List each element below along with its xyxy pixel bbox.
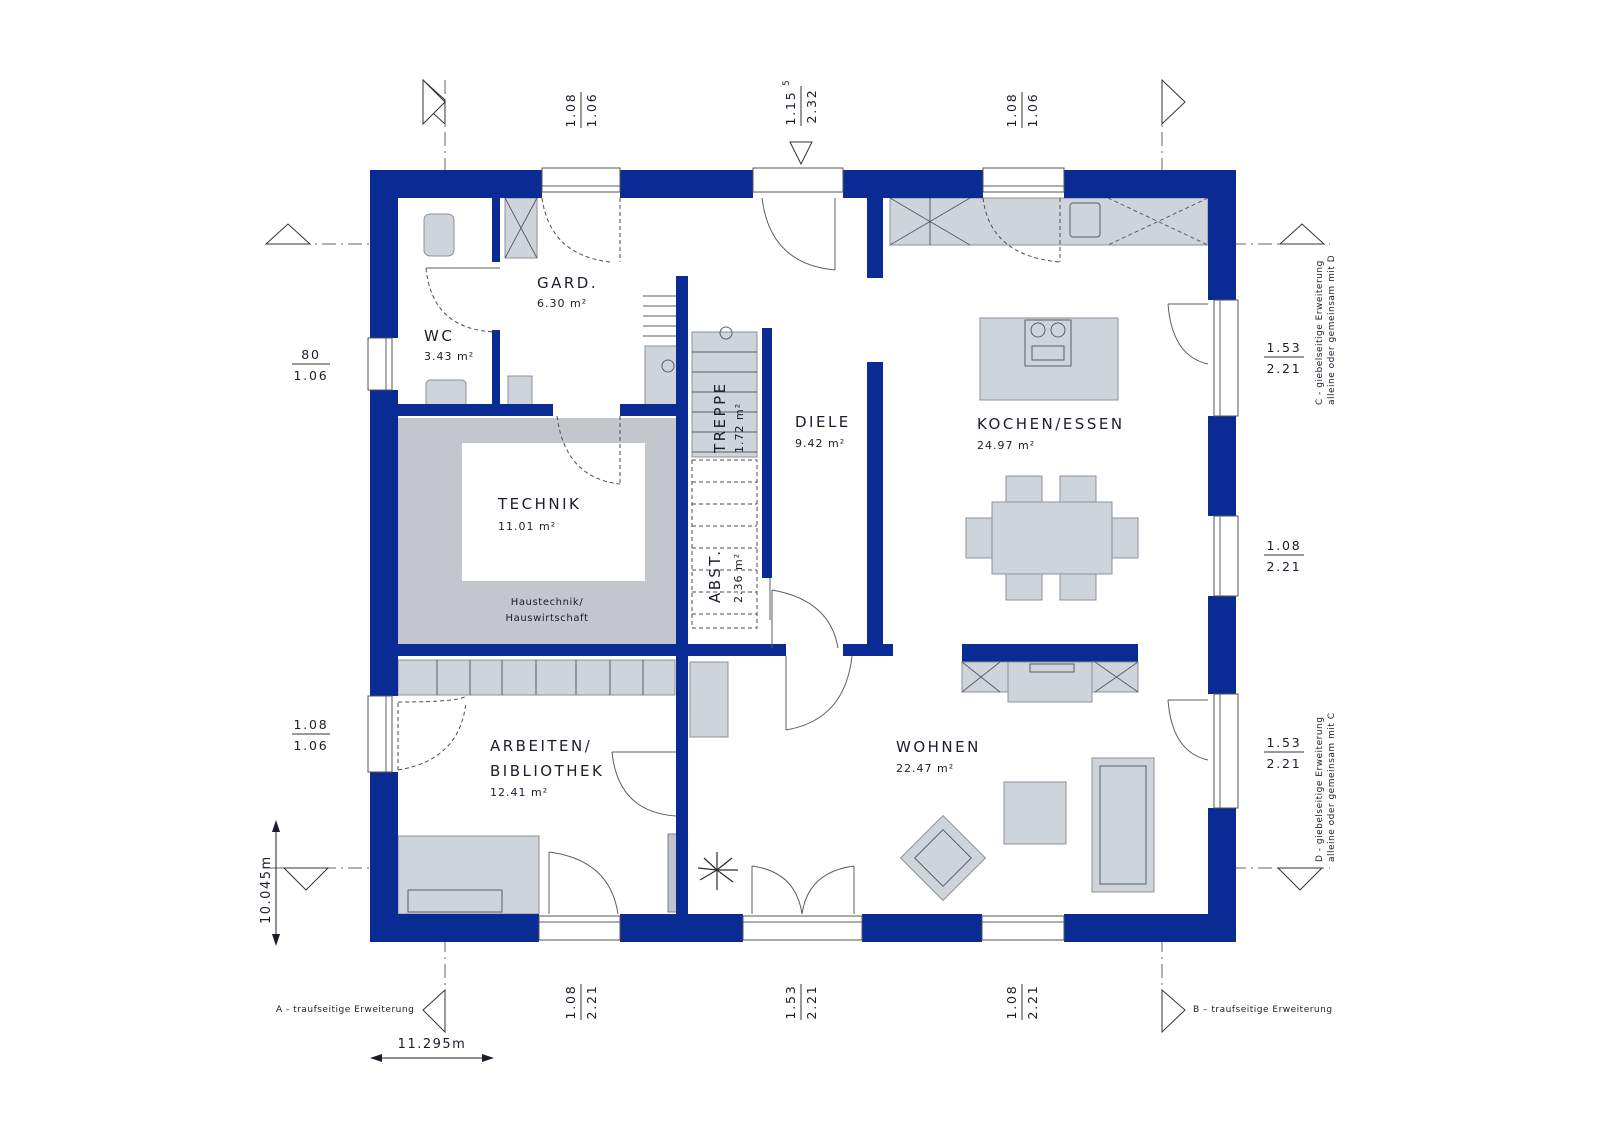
room-name-treppe: TREPPE	[711, 381, 729, 454]
shoe-rack	[643, 295, 676, 337]
dim-bottom-left-a: 1.08	[563, 984, 578, 1019]
dim-left-upper-b: 1.06	[293, 368, 328, 383]
dim-top-mid-a: 1.15	[783, 90, 798, 125]
room-area-abst: 2.36 m²	[732, 553, 745, 603]
room-area-treppe: 1.72 m²	[733, 403, 746, 453]
furniture	[397, 197, 1209, 915]
dim-bottom-left-b: 2.21	[584, 984, 599, 1019]
overall-dimensions: 10.045m 11.295m	[259, 820, 494, 1062]
dim-left-upper-a: 80	[301, 347, 321, 362]
toilet	[423, 213, 455, 257]
dim-top-left-b: 1.06	[584, 92, 599, 127]
dim-top-left-a: 1.08	[563, 92, 578, 127]
dim-right-3-a: 1.53	[1266, 735, 1301, 750]
extension-d-1: D - giebelseitige Erweiterung	[1315, 717, 1325, 862]
extension-c-2: alleine oder gemeinsam mit D	[1327, 255, 1337, 405]
dim-bottom-right-a: 1.08	[1004, 984, 1019, 1019]
room-name-arbeiten-2: BIBLIOTHEK	[490, 762, 604, 780]
overall-height: 10.045m	[259, 855, 274, 924]
dim-top-right-b: 1.06	[1025, 92, 1040, 127]
sofa	[1091, 757, 1155, 893]
technik-zone	[398, 418, 680, 648]
room-area-technik: 11.01 m²	[498, 520, 556, 533]
plant	[697, 852, 738, 890]
study-desk	[397, 835, 540, 915]
dim-right-3-b: 2.21	[1266, 756, 1301, 771]
door-swings	[397, 197, 1209, 915]
room-area-wohnen: 22.47 m²	[896, 762, 954, 775]
room-name-gard: GARD.	[537, 274, 598, 292]
dim-top-mid-sup: 5	[782, 80, 792, 86]
room-labels: GARD. 6.30 m² WC 3.43 m² TECHNIK 11.01 m…	[424, 274, 1125, 799]
stairs	[691, 326, 771, 629]
room-area-arbeiten: 12.41 m²	[490, 786, 548, 799]
dim-top-right-a: 1.08	[1004, 92, 1019, 127]
extension-c-1: C - giebelseitige Erweiterung	[1315, 260, 1325, 405]
technik-note-1: Haustechnik/	[511, 597, 584, 608]
section-markers	[264, 78, 1326, 1034]
room-name-arbeiten-1: ARBEITEN/	[490, 737, 592, 755]
dim-right-2-a: 1.08	[1266, 538, 1301, 553]
room-name-wohnen: WOHNEN	[896, 738, 981, 756]
room-name-kochen: KOCHEN/ESSEN	[977, 415, 1125, 433]
wc-sink	[425, 379, 467, 409]
kitchen-island	[979, 317, 1119, 401]
dimension-labels: 1.08 1.06 1.15 5 2.32 1.08 1.06 80 1.06 …	[292, 80, 1304, 1020]
walls	[370, 170, 1236, 942]
dim-right-2-b: 2.21	[1266, 559, 1301, 574]
room-name-technik: TECHNIK	[497, 495, 581, 513]
room-area-wc: 3.43 m²	[424, 350, 474, 363]
dining-table	[965, 475, 1139, 601]
technik-note-2: Hauswirtschaft	[505, 613, 588, 624]
dim-bottom-mid-a: 1.53	[783, 984, 798, 1019]
room-name-diele: DIELE	[795, 413, 851, 431]
extension-notes: A - traufseitige Erweiterung B – traufse…	[276, 255, 1337, 1015]
room-area-diele: 9.42 m²	[795, 437, 845, 450]
overall-width: 11.295m	[398, 1037, 467, 1052]
coffee-table	[1003, 781, 1067, 845]
extension-a: A - traufseitige Erweiterung	[276, 1005, 414, 1015]
dim-top-mid-b: 2.32	[804, 88, 819, 123]
dim-left-lower-a: 1.08	[293, 717, 328, 732]
room-area-gard: 6.30 m²	[537, 297, 587, 310]
dim-bottom-mid-b: 2.21	[804, 984, 819, 1019]
dim-left-lower-b: 1.06	[293, 738, 328, 753]
dim-right-1-b: 2.21	[1266, 361, 1301, 376]
extension-d-2: alleine oder gemeinsam mit C	[1327, 712, 1337, 862]
room-area-kochen: 24.97 m²	[977, 439, 1035, 452]
dim-right-1-a: 1.53	[1266, 340, 1301, 355]
windows	[367, 167, 1239, 941]
room-name-abst: ABST.	[706, 549, 724, 603]
armchair	[899, 814, 987, 902]
dim-bottom-right-b: 2.21	[1025, 984, 1040, 1019]
room-name-wc: WC	[424, 327, 454, 345]
extension-b: B – traufseitige Erweiterung	[1193, 1005, 1333, 1015]
